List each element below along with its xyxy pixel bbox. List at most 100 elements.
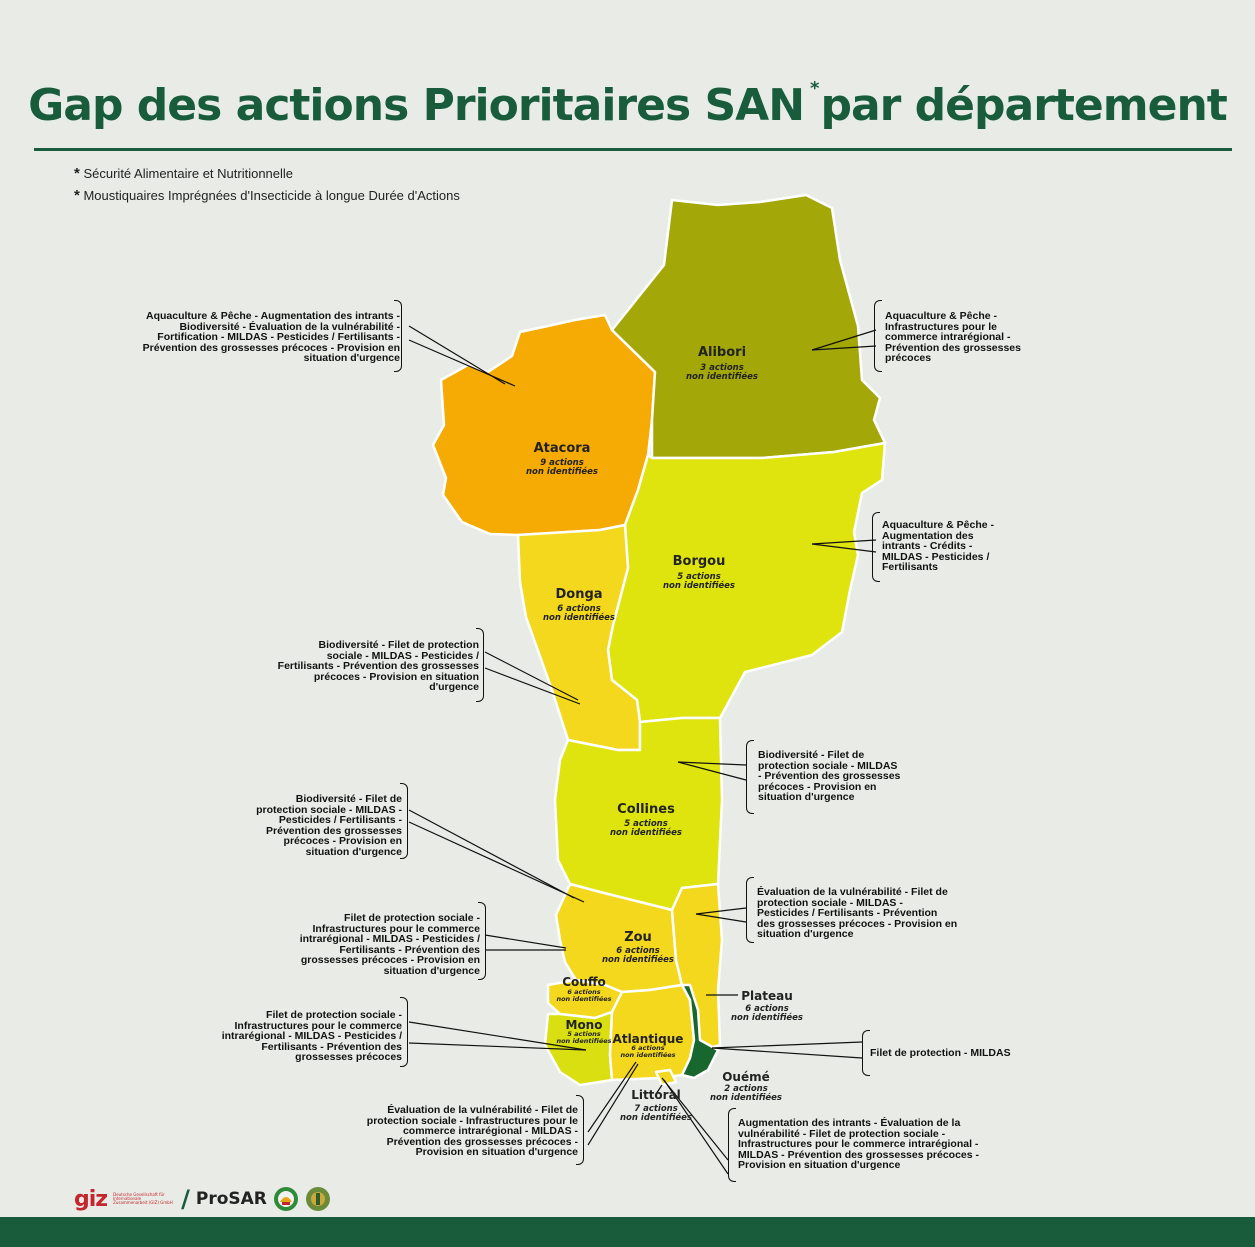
label-oueme: Ouémé	[722, 1070, 770, 1084]
gap-line: Prévention des grossesses précoces -	[386, 1135, 578, 1148]
leader-plateau-2	[695, 913, 747, 923]
gaps-littoral: Augmentation des intrants - Évaluation d…	[738, 1118, 1018, 1171]
leader-littoral	[661, 1077, 729, 1161]
label-collines: Collines	[617, 802, 675, 817]
gap-line: Aquaculture & Pêche - Augmentation des i…	[146, 310, 400, 322]
region-oueme[interactable]	[680, 983, 720, 1080]
partner-logos: giz Deutsche Gesellschaft für Internatio…	[74, 1185, 331, 1213]
gap-line: commerce intrarégional - MILDAS -	[402, 1125, 578, 1137]
brace-zou	[400, 783, 408, 859]
leader-mono-2	[408, 1042, 587, 1051]
leader-couffo	[484, 934, 567, 949]
brace-atlantique	[576, 1095, 584, 1165]
leader-plateau	[695, 907, 747, 915]
gaps-couffo: Filet de protection sociale -Infrastruct…	[260, 913, 480, 976]
label-mono: Mono	[566, 1018, 603, 1032]
gap-line: Filet de protection - MILDAS	[870, 1047, 1011, 1059]
leader-alibori-2	[811, 345, 877, 351]
svg-text:5 actions: 5 actions	[624, 819, 668, 829]
brace-collines	[746, 740, 754, 814]
gap-line: Aquaculture & Pêche -	[885, 310, 998, 322]
gap-line: situation d'urgence	[305, 845, 402, 858]
label-alibori: Alibori	[698, 345, 746, 360]
gap-line: Fertilisants - Prévention des	[339, 943, 480, 956]
gap-line: situation d'urgence	[758, 791, 855, 803]
leader-collines-2	[677, 761, 747, 781]
gaps-mono: Filet de protection sociale -Infrastruct…	[180, 1010, 402, 1063]
gap-line: sociale - MILDAS - Pesticides /	[326, 649, 479, 662]
brace-littoral	[728, 1108, 736, 1182]
leader-mono	[408, 1021, 587, 1051]
label-plateau: Plateau	[741, 989, 793, 1003]
gap-line: Infrastructures pour le	[885, 320, 998, 333]
svg-text:non identifiées: non identifiées	[556, 995, 611, 1003]
svg-text:non identifiées: non identifiées	[620, 1051, 675, 1059]
leader-zou-2	[408, 821, 585, 903]
gap-line: Fertilisants	[882, 561, 939, 573]
gap-line: Pesticides / Fertilisants -	[278, 814, 402, 826]
gap-line: précoces - Provision en	[758, 780, 877, 793]
gap-line: Prévention des grossesses	[266, 824, 402, 837]
gap-line: Aquaculture & Pêche -	[882, 519, 995, 531]
gaps-oueme: Filet de protection - MILDAS	[870, 1048, 1050, 1059]
svg-text:non identifiées: non identifiées	[556, 1037, 611, 1045]
department-labels: Alibori 3 actions non identifiées Atacor…	[526, 345, 803, 1123]
region-borgou[interactable]	[606, 441, 887, 724]
gap-line: protection sociale - MILDAS	[758, 759, 898, 772]
svg-text:non identifiées: non identifiées	[710, 1092, 782, 1103]
brace-oueme	[862, 1030, 870, 1076]
gap-line: Biodiversité - Filet de	[758, 749, 865, 761]
region-alibori[interactable]	[610, 193, 887, 460]
gap-line: Biodiversité - Filet de protection	[318, 639, 479, 651]
gap-line: situation d'urgence	[303, 352, 400, 364]
svg-text:9 actions: 9 actions	[540, 458, 584, 468]
gap-line: situation d'urgence	[757, 928, 854, 940]
gap-line: Filet de protection sociale -	[266, 1009, 402, 1021]
gap-line: Évaluation de la vulnérabilité - Filet d…	[387, 1104, 578, 1116]
gap-line: protection sociale - MILDAS -	[757, 896, 903, 909]
gap-line: MILDAS - Pesticides /	[882, 550, 990, 563]
gaps-alibori: Aquaculture & Pêche -Infrastructures pou…	[885, 311, 1045, 364]
leader-oueme	[711, 1041, 863, 1049]
gaps-plateau: Évaluation de la vulnérabilité - Filet d…	[757, 887, 987, 940]
svg-text:2 actions: 2 actions	[724, 1084, 768, 1094]
prosar-logo: ProSAR	[195, 1189, 267, 1209]
gap-line: vulnérabilité - Filet de protection soci…	[738, 1127, 946, 1140]
leader-zou	[408, 809, 575, 899]
leader-atlantique-2	[587, 1063, 639, 1146]
leader-atacora-2	[408, 339, 516, 387]
svg-text:non identifiées: non identifiées	[620, 1112, 692, 1123]
gaps-atlantique: Évaluation de la vulnérabilité - Filet d…	[330, 1105, 578, 1158]
title-main: Gap des actions Prioritaires SAN	[28, 80, 805, 131]
brace-plateau	[746, 877, 754, 943]
svg-text:5 actions: 5 actions	[677, 572, 721, 582]
gap-line: Infrastructures pour le commerce	[234, 1019, 402, 1032]
gap-line: Fertilisants - Prévention des grossesses	[277, 660, 479, 672]
gap-line: protection sociale - MILDAS -	[256, 803, 402, 816]
svg-text:6 actions: 6 actions	[631, 1044, 664, 1052]
svg-text:5 actions: 5 actions	[567, 1030, 600, 1038]
gap-line: situation d'urgence	[383, 964, 480, 977]
label-couffo: Couffo	[562, 975, 606, 989]
svg-text:non identifiées: non identifiées	[686, 371, 758, 382]
footnote-mildas: * Moustiquaires Imprégnées d'Insecticide…	[74, 187, 460, 204]
label-littoral: Littoral	[631, 1088, 681, 1102]
gap-line: Fertilisants - Prévention des	[261, 1040, 402, 1053]
svg-text:3 actions: 3 actions	[700, 363, 744, 373]
footnote-san: * Sécurité Alimentaire et Nutritionnelle	[74, 165, 294, 182]
page-title: Gap des actions Prioritaires SAN*par dép…	[0, 78, 1255, 131]
gap-line: intrarégional - MILDAS - Pesticides /	[299, 933, 480, 945]
gap-line: Prévention des grossesses	[885, 341, 1021, 354]
brace-borgou	[872, 512, 880, 582]
region-littoral[interactable]	[654, 1068, 678, 1087]
region-atacora[interactable]	[431, 313, 657, 537]
svg-text:non identifiées: non identifiées	[663, 580, 735, 591]
gap-line: Biodiversité - Filet de	[295, 793, 402, 805]
gap-line: Provision en situation d'urgence	[738, 1159, 901, 1171]
svg-text:6 actions: 6 actions	[616, 946, 660, 956]
leader-oueme-2	[711, 1047, 863, 1059]
